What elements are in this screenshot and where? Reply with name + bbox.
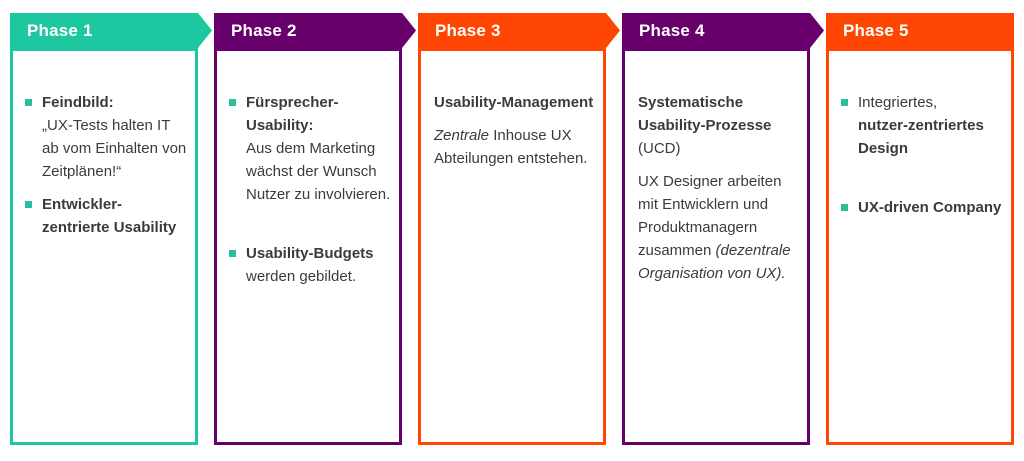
list-item: Feindbild: „UX-Tests halten IT ab vom Ei…	[22, 91, 189, 183]
phase-5-content-box: Integriertes, nutzer-zentriertes Design …	[826, 48, 1014, 445]
phase-4-content-box: Systematische Usability-Prozesse (UCD) U…	[622, 48, 810, 445]
list-item-text: Integriertes, nutzer-zentriertes Design	[858, 94, 984, 157]
paragraph: Usability-Management	[434, 94, 594, 111]
phase-2-header-arrow: Phase 2	[214, 13, 416, 48]
paragraph: Zentrale Inhouse UX Abteilungen entstehe…	[434, 127, 588, 167]
phase-2-column: Phase 2 Fürsprecher-Usability: Aus dem M…	[214, 0, 416, 461]
bullet-icon	[25, 201, 32, 208]
phase-3-content-box: Usability-Management Zentrale Inhouse UX…	[418, 48, 606, 445]
phase-4-header-arrow: Phase 4	[622, 13, 824, 48]
paragraph: Systematische Usability-Prozesse (UCD)	[638, 94, 772, 157]
list-item: Fürsprecher-Usability: Aus dem Marketing…	[226, 91, 393, 206]
phase-3-header-label: Phase 3	[435, 20, 501, 40]
phase-1-list: Feindbild: „UX-Tests halten IT ab vom Ei…	[22, 91, 189, 239]
phase-5-header: Phase 5	[826, 13, 1014, 48]
list-item-text: Entwickler-zentrierte Usability	[42, 196, 177, 236]
phase-4-column: Phase 4 Systematische Usability-Prozesse…	[622, 0, 824, 461]
bullet-icon	[841, 99, 848, 106]
list-item: Entwickler-zentrierte Usability	[22, 193, 189, 239]
list-item: Usability-Budgets werden gebildet.	[226, 242, 393, 288]
phase-2-header-label: Phase 2	[231, 20, 297, 40]
list-item-text: UX-driven Company	[858, 199, 1002, 216]
phase-2-list: Fürsprecher-Usability: Aus dem Marketing…	[226, 91, 393, 288]
list-item: Integriertes, nutzer-zentriertes Design	[838, 91, 1005, 160]
phase-4-header-label: Phase 4	[639, 20, 705, 40]
list-item-text: Fürsprecher-Usability: Aus dem Marketing…	[246, 94, 391, 203]
bullet-icon	[25, 99, 32, 106]
bullet-icon	[229, 99, 236, 106]
phase-5-column: Phase 5 Integriertes, nutzer-zentriertes…	[826, 0, 1014, 461]
phase-2-content-box: Fürsprecher-Usability: Aus dem Marketing…	[214, 48, 402, 445]
list-item: UX-driven Company	[838, 196, 1005, 219]
bullet-icon	[229, 250, 236, 257]
bullet-icon	[841, 204, 848, 211]
phase-1-header-arrow: Phase 1	[10, 13, 212, 48]
phase-1-column: Phase 1 Feindbild: „UX-Tests halten IT a…	[10, 0, 212, 461]
phase-3-header-arrow: Phase 3	[418, 13, 620, 48]
phase-1-content-box: Feindbild: „UX-Tests halten IT ab vom Ei…	[10, 48, 198, 445]
list-item-text: Usability-Budgets werden gebildet.	[246, 245, 374, 285]
paragraph: UX Designer arbeiten mit Entwicklern und…	[638, 173, 791, 282]
phase-5-list: Integriertes, nutzer-zentriertes Design …	[838, 91, 1005, 219]
phase-3-column: Phase 3 Usability-Management Zentrale In…	[418, 0, 620, 461]
list-item-text: Feindbild: „UX-Tests halten IT ab vom Ei…	[42, 94, 187, 180]
phase-1-header-label: Phase 1	[27, 20, 93, 40]
phase-5-header-label: Phase 5	[843, 20, 909, 40]
